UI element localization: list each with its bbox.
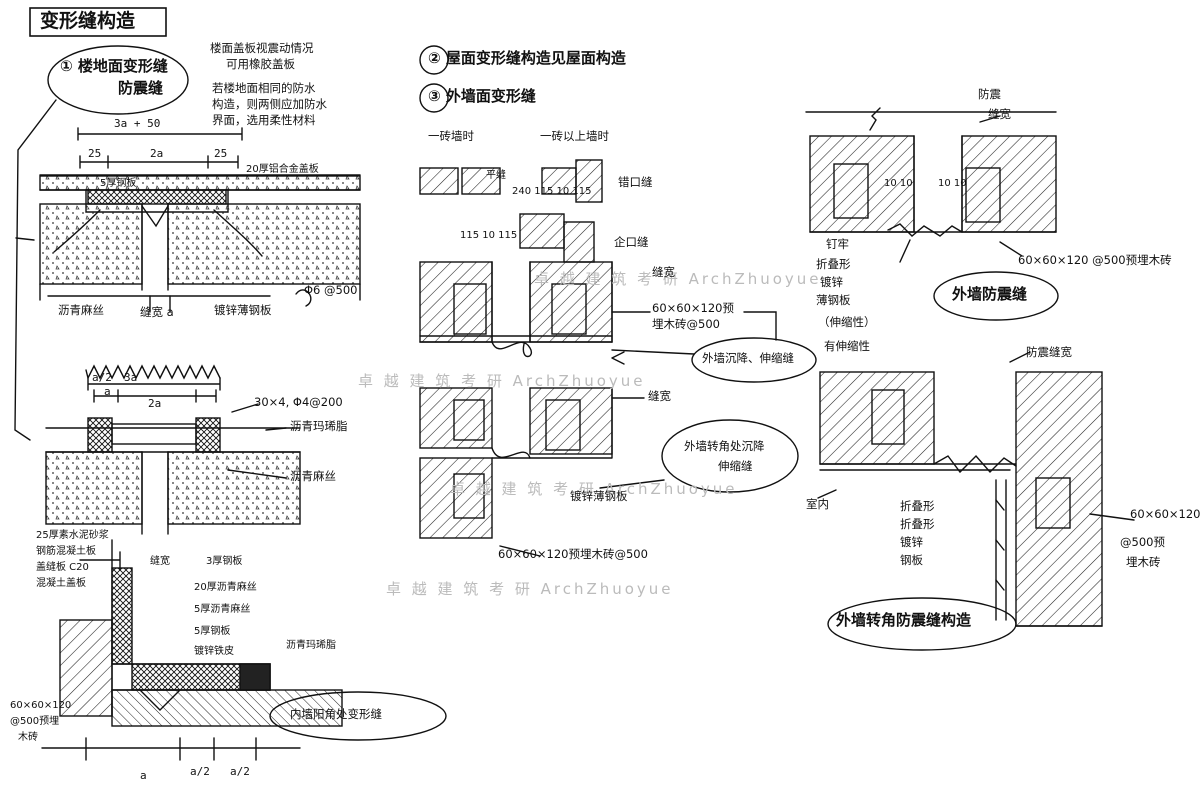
label-seismic-dims-2: 10 10 <box>938 178 967 189</box>
label-steel-bar: 30×4, Φ4@200 <box>254 395 343 409</box>
dim-3a-50: 3a + 50 <box>114 117 161 130</box>
label-wood-1: 60×60×120 <box>1130 507 1201 521</box>
label-gap-width-2: 缝宽 <box>648 389 671 403</box>
label-fold-1: 折叠形 <box>900 499 935 513</box>
label-steel-5: 5厚钢板 <box>194 626 231 637</box>
label-sheet-3: 薄钢板 <box>816 293 851 307</box>
dim-bottom-a2-1: a/2 <box>190 765 210 778</box>
floor-note-1: 楼面盖板视震动情况 <box>210 41 314 55</box>
label-sheet-6: 钉牢 <box>826 237 849 251</box>
caption-corner-expansion: 伸缩缝 <box>718 459 753 473</box>
dim-bottom-a2-2: a/2 <box>230 765 250 778</box>
label-over-one-brick: 一砖以上墙时 <box>540 129 609 143</box>
floor-note-5: 界面，选用柔性材料 <box>212 113 316 127</box>
label-gap-width: 缝宽 a <box>140 305 174 319</box>
label-one-brick: 一砖墙时 <box>428 129 474 143</box>
watermark-4: 卓 越 建 筑 考 研 ArchZhuoyue <box>386 580 674 598</box>
label-sheet-1: 折叠形 <box>816 257 851 271</box>
dim-2a-b: 2a <box>148 397 162 410</box>
label-tongue-joint: 企口缝 <box>614 235 649 249</box>
label-dims-2: 115 10 115 <box>460 230 518 241</box>
label-sealant-2: 镀锌铁皮 <box>194 646 234 657</box>
label-sheet-4: （伸缩性） <box>818 315 876 329</box>
label-wood-block-b: 埋木砖@500 <box>652 317 720 331</box>
label-layer-1: 25厚素水泥砂浆 <box>36 530 109 541</box>
dim-3a: 3a <box>124 371 138 384</box>
label-layer-4: 混凝土盖板 <box>36 578 86 589</box>
label-galvanized-sheet: 镀锌薄钢板 <box>214 303 272 317</box>
label-flat-joint: 平缝 <box>486 170 506 181</box>
label-dims-1: 240 115 10 115 <box>512 186 592 197</box>
caption-exterior-seismic: 外墙防震缝 <box>952 285 1028 303</box>
floor-note-4: 构造，则两侧应加防水 <box>212 97 327 111</box>
watermark-1: 卓 越 建 筑 考 研 ArchZhuoyue <box>534 270 822 288</box>
label-sheet-5: 有伸缩性 <box>824 339 870 353</box>
label-asphalt-felt: 沥青麻丝 <box>58 303 104 317</box>
label-sheet-2: 镀锌 <box>820 275 843 289</box>
floor-joint-sub: 防震缝 <box>118 79 164 97</box>
label-layer-2: 钢筋混凝土板 <box>36 546 96 557</box>
floor-note-3: 若楼地面相同的防水 <box>212 81 316 95</box>
label-felt-20: 20厚沥青麻丝 <box>194 582 257 593</box>
dim-25-a: 25 <box>88 147 102 160</box>
label-fold-4: 钢板 <box>900 553 923 567</box>
label-felt-5: 5厚沥青麻丝 <box>194 604 251 615</box>
caption-corner-seismic: 外墙转角防震缝构造 <box>836 611 972 629</box>
floor-note-2: 可用橡胶盖板 <box>226 57 295 71</box>
label-cover-b: 3厚钢板 <box>206 556 243 567</box>
label-steel-plate: 5厚钢板 <box>100 178 137 189</box>
label-wood-2: @500预 <box>1120 535 1165 549</box>
label-gap-b: 缝宽 <box>150 556 170 567</box>
label-wood-block-a: 60×60×120预 <box>652 301 734 315</box>
label-seismic-gap: 缝宽 <box>988 107 1011 121</box>
label-galv-sheet-2: 镀锌薄钢板 <box>570 489 628 503</box>
label-wood-block: 60×60×120 <box>10 700 72 711</box>
roof-joint-heading: ② 屋面变形缝构造见屋面构造 <box>428 49 626 67</box>
label-lap-joint: 错口缝 <box>618 175 653 189</box>
watermark-2: 卓 越 建 筑 考 研 ArchZhuoyue <box>358 372 646 390</box>
label-sealant: 沥青玛琋脂 <box>290 419 348 433</box>
label-wood-block-c: 60×60×120预埋木砖@500 <box>498 547 648 561</box>
dim-a2: a/2 <box>92 371 112 384</box>
caption-corner-settlement: 外墙转角处沉降 <box>684 439 765 453</box>
label-wood-3: 埋木砖 <box>1126 555 1161 569</box>
dim-25-b: 25 <box>214 147 228 160</box>
dim-a: a <box>104 385 111 398</box>
caption-inner-wall: 内墙阳角处变形缝 <box>290 707 382 721</box>
label-layer-3: 盖缝板 C20 <box>36 562 89 573</box>
label-fold-3: 镀锌 <box>900 535 923 549</box>
label-fold-2: 折叠形 <box>900 517 935 531</box>
dim-bottom-a: a <box>140 769 147 782</box>
label-mastic: 沥青麻丝 <box>290 469 336 483</box>
label-sealant-3: 沥青玛琋脂 <box>286 640 336 651</box>
label-gap-width-1: 缝宽 <box>652 265 675 279</box>
label-seismic-gap-width: 防震缝宽 <box>1026 345 1072 359</box>
label-anchor-rebar: Φ6 @500 <box>304 283 358 297</box>
label-interior: 室内 <box>806 497 829 511</box>
floor-joint-heading: ① 楼地面变形缝 <box>60 57 168 75</box>
label-seismic-dims-1: 10 10 <box>884 178 913 189</box>
page-title: 变形缝构造 <box>40 10 136 32</box>
label-wood-block-2: @500预埋 <box>10 716 60 727</box>
watermark-3: 卓 越 建 筑 考 研 ArchZhuoyue <box>450 480 738 498</box>
dim-2a: 2a <box>150 147 164 160</box>
label-wood-block-3: 木砖 <box>18 732 38 743</box>
label-seismic: 防震 <box>978 87 1001 101</box>
label-seismic-wood: 60×60×120 @500预埋木砖 <box>1018 253 1172 267</box>
exterior-wall-heading: ③ 外墙面变形缝 <box>428 87 536 105</box>
caption-exterior-settlement: 外墙沉降、伸缩缝 <box>702 351 794 365</box>
label-cover-plate: 20厚铝合金盖板 <box>246 164 319 175</box>
